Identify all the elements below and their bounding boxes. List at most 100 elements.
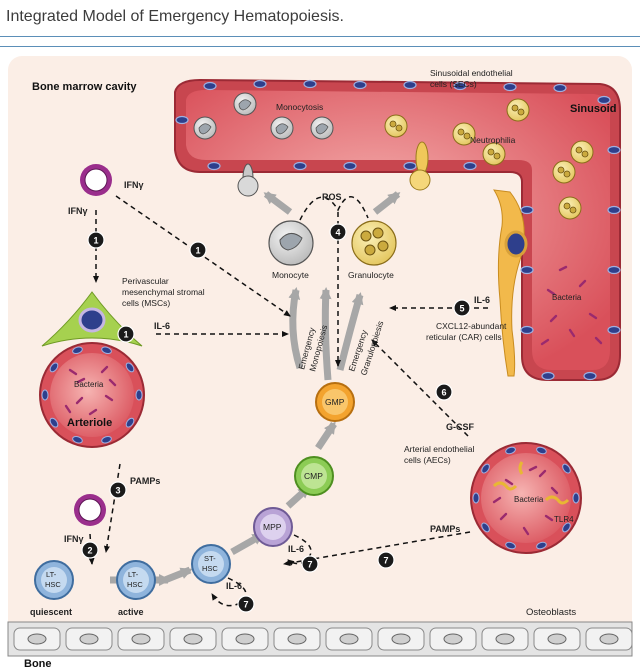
car-cell-nucleus xyxy=(504,230,528,258)
step-badge xyxy=(435,383,453,401)
neutrophilia-label: Neutrophilia xyxy=(470,135,516,145)
osteoblast-nucleus xyxy=(391,633,411,645)
osteoblast-nucleus xyxy=(599,633,619,645)
arteriole xyxy=(39,342,145,448)
osteoblasts-label: Osteoblasts xyxy=(526,607,576,618)
quiescent-label: quiescent xyxy=(30,607,72,617)
lt-hsc-quiescent-cell xyxy=(34,560,74,600)
il6-label-mpp: IL-6 xyxy=(288,544,304,554)
arteriole-endothelial-nuclei xyxy=(41,346,143,444)
bacterium xyxy=(104,394,114,402)
endothelial-nucleus xyxy=(503,82,517,92)
granulocyte-lobe xyxy=(557,166,565,174)
bacterium xyxy=(594,336,603,345)
bone-layer xyxy=(7,621,633,657)
monocytosis-label: Monocytosis xyxy=(276,102,323,112)
bacterium xyxy=(544,514,554,522)
step-badge-number: 1 xyxy=(123,330,128,340)
endothelial-nucleus xyxy=(293,161,307,171)
endothelial-nucleus xyxy=(453,81,467,91)
arteriole-bacteria-label: Bacteria xyxy=(74,380,104,389)
monocyte-label: Monocyte xyxy=(272,270,309,280)
bacterium xyxy=(75,396,84,405)
endothelial-nucleus xyxy=(536,446,547,455)
arteriole-label: Arteriole xyxy=(67,417,112,429)
ifng-label-down: IFNγ xyxy=(68,206,88,216)
secs-label-line2: cells (SECs) xyxy=(430,79,477,89)
endothelial-nucleus xyxy=(72,346,83,355)
endothelial-nucleus xyxy=(607,205,621,215)
sinusoid-monocytes xyxy=(193,92,334,140)
granulocyte-lobe xyxy=(575,146,583,154)
gmp-cell xyxy=(315,382,355,422)
endothelial-nucleus xyxy=(541,371,555,381)
lt-hsc-quiescent-label-line1: LT- xyxy=(46,570,57,579)
step-badge-number: 3 xyxy=(115,486,120,496)
granulocyte-extravasating xyxy=(409,141,431,191)
ctl-top-label: CTL xyxy=(89,178,103,185)
title-rule-top xyxy=(0,36,640,37)
endothelial-nucleus xyxy=(472,492,480,504)
bacterium xyxy=(64,404,72,414)
endothelial-nucleus xyxy=(49,362,59,373)
monocyte-nucleus xyxy=(198,123,212,135)
figure-title: Integrated Model of Emergency Hematopoie… xyxy=(6,8,344,25)
osteoblast-nucleus xyxy=(183,633,203,645)
gmp-label: GMP xyxy=(325,397,345,407)
monocyte-nucleus xyxy=(275,123,289,135)
step-badge-number: 1 xyxy=(93,236,98,246)
bacterium xyxy=(550,486,559,495)
endothelial-nucleus xyxy=(481,522,490,533)
endothelial-nucleus xyxy=(403,80,417,90)
lt-hsc-active-cell xyxy=(116,560,156,600)
secs-label-line1: Sinusoidal endothelial xyxy=(430,68,513,78)
endothelial-nucleus xyxy=(125,417,135,428)
st-hsc-cell xyxy=(191,544,231,584)
bone-marrow-cavity-label: Bone marrow cavity xyxy=(32,81,137,93)
granulocyte-lobe xyxy=(517,108,525,116)
granulocyte xyxy=(552,160,576,184)
granulocyte-lobe xyxy=(581,150,589,158)
endothelial-nucleus xyxy=(481,463,490,474)
endothelial-nucleus xyxy=(505,541,516,550)
step-badge xyxy=(329,223,347,241)
bacterium xyxy=(558,265,568,272)
sinusoid-label: Sinusoid xyxy=(570,103,616,115)
bacterium xyxy=(504,478,514,486)
granulocyte-label: Granulocyte xyxy=(348,270,394,280)
ifng-label-right: IFNγ xyxy=(124,180,144,190)
granulocyte-lobe xyxy=(457,128,465,136)
sinusoid-bacteria xyxy=(540,265,603,346)
step-badge-number: 1 xyxy=(195,246,200,256)
bacterium xyxy=(492,496,502,504)
granulocyte-lobe xyxy=(569,206,577,214)
endothelial-nucleus xyxy=(101,346,112,355)
endothelial-nucleus xyxy=(562,522,571,533)
granulocyte xyxy=(384,114,408,138)
osteoblast-nucleus xyxy=(235,633,255,645)
endothelial-nucleus xyxy=(125,362,135,373)
granulocyte-lobe xyxy=(563,170,571,178)
bacterium xyxy=(578,279,587,288)
endothelial-nucleus xyxy=(303,79,317,89)
ifng-label-bottom: IFNγ xyxy=(64,534,84,544)
endothelial-nucleus xyxy=(253,79,267,89)
granulocyte xyxy=(482,142,506,166)
endothelial-nucleus xyxy=(607,145,621,155)
osteoblast-nucleus xyxy=(547,633,567,645)
bacterium xyxy=(108,378,117,387)
endothelial-nucleus xyxy=(505,446,516,455)
step-badge-number: 6 xyxy=(441,388,446,398)
aec-bacteria-label: Bacteria xyxy=(514,495,544,504)
osteoblast-nucleus xyxy=(443,633,463,645)
ctl-cell-bottom xyxy=(74,494,106,526)
aec-endothelial-nuclei xyxy=(472,446,580,550)
ros-label: ROS xyxy=(322,192,342,202)
sinusoid-endothelial-nuclei xyxy=(175,79,621,381)
step-badge xyxy=(81,541,99,559)
bacterium xyxy=(540,338,550,346)
step-badge xyxy=(453,299,471,317)
granulocyte xyxy=(570,140,594,164)
